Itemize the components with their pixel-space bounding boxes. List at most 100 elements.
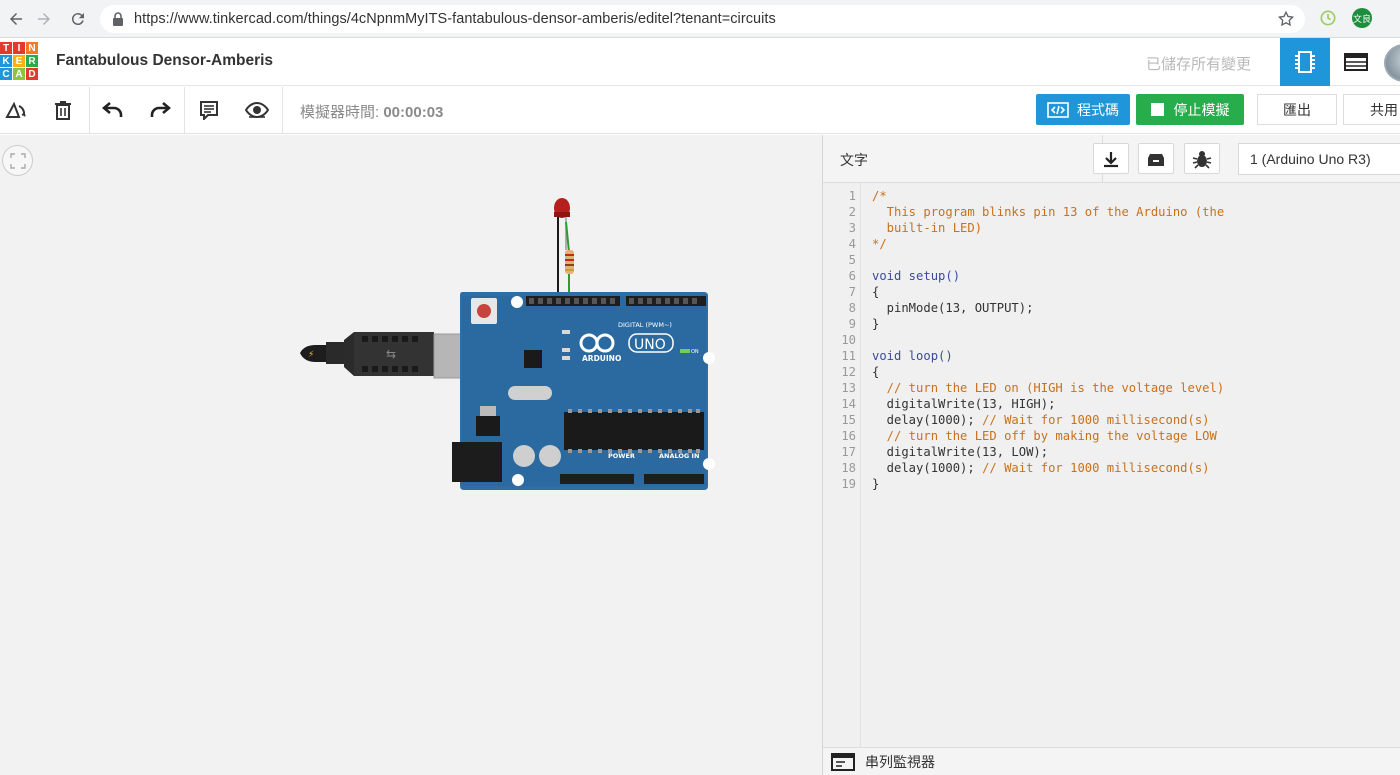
code-panel: 文字 1 (Arduino Uno R3) 1/*2 This program …	[822, 135, 1400, 775]
undo-button[interactable]	[90, 87, 136, 133]
download-code-button[interactable]	[1093, 143, 1129, 174]
line-text: delay(1000); // Wait for 1000 millisecon…	[872, 461, 1210, 475]
line-text: }	[872, 477, 880, 491]
redo-button[interactable]	[137, 87, 183, 133]
code-line[interactable]: 12{	[823, 364, 1383, 380]
code-line[interactable]: 19}	[823, 476, 1383, 492]
led-component[interactable]	[554, 198, 570, 298]
chip-icon	[1295, 51, 1315, 73]
line-text: // turn the LED off by making the voltag…	[872, 429, 1217, 443]
code-line[interactable]: 7{	[823, 284, 1383, 300]
line-number: 8	[848, 301, 856, 315]
star-icon[interactable]	[1277, 10, 1295, 28]
line-text	[858, 332, 872, 348]
code-line[interactable]: 17 digitalWrite(13, LOW);	[823, 444, 1383, 460]
code-line[interactable]: 8 pinMode(13, OUTPUT);	[823, 300, 1383, 316]
sim-time-value: 00:00:03	[383, 104, 444, 121]
power-label: POWER	[608, 452, 635, 460]
code-line[interactable]: 10	[823, 332, 1383, 348]
code-line[interactable]: 18 delay(1000); // Wait for 1000 millise…	[823, 460, 1383, 476]
arduino-circuit[interactable]: ⚡ ⇆	[296, 190, 716, 495]
code-line[interactable]: 4*/	[823, 236, 1383, 252]
analog-label: ANALOG IN	[659, 452, 699, 460]
note-icon	[200, 101, 218, 120]
reload-button[interactable]	[62, 3, 94, 35]
line-number: 9	[848, 317, 856, 331]
history-icon[interactable]	[1318, 8, 1338, 28]
table-icon	[1344, 53, 1368, 71]
editor-toolbar: 模擬器時間: 00:00:03 程式碼 停止模擬 匯出 共用	[0, 87, 1400, 134]
board-model: UNO	[634, 337, 666, 353]
user-avatar[interactable]	[1384, 44, 1400, 82]
line-number: 13	[841, 381, 856, 395]
line-number: 18	[841, 461, 856, 475]
circuit-canvas[interactable]: ⚡ ⇆	[0, 135, 822, 775]
sim-time-label: 模擬器時間:	[300, 104, 380, 121]
code-icon	[1047, 101, 1069, 118]
board-brand: ARDUINO	[582, 354, 621, 363]
trash-icon	[55, 101, 71, 120]
resistor-component[interactable]	[565, 250, 574, 274]
code-line[interactable]: 6 void setup()	[823, 268, 1383, 284]
forward-button[interactable]	[28, 3, 60, 35]
code-line[interactable]: 5	[823, 252, 1383, 268]
rotate-icon	[5, 101, 26, 118]
code-line[interactable]: 9}	[823, 316, 1383, 332]
line-number: 12	[841, 365, 856, 379]
code-line[interactable]: 15 delay(1000); // Wait for 1000 millise…	[823, 412, 1383, 428]
export-button[interactable]: 匯出	[1257, 94, 1337, 125]
on-label: ON	[691, 349, 699, 355]
code-mode-dropdown[interactable]: 文字	[840, 152, 868, 168]
device-select[interactable]: 1 (Arduino Uno R3)	[1238, 143, 1400, 175]
visibility-button[interactable]	[234, 87, 280, 133]
eye-icon	[245, 101, 269, 119]
line-number: 19	[841, 477, 856, 491]
delete-button[interactable]	[40, 87, 86, 133]
logo-letter: D	[26, 68, 38, 80]
lock-icon	[113, 12, 123, 26]
line-number: 11	[841, 349, 856, 363]
line-text: }	[872, 317, 880, 331]
line-number: 4	[848, 237, 856, 251]
line-number: 16	[841, 429, 856, 443]
usb-cable[interactable]: ⚡ ⇆	[300, 332, 497, 379]
code-line[interactable]: 16 // turn the LED off by making the vol…	[823, 428, 1383, 444]
download-icon	[1104, 151, 1118, 167]
address-bar[interactable]: https://www.tinkercad.com/things/4cNpnmM…	[100, 5, 1305, 33]
code-line[interactable]: 14 digitalWrite(13, HIGH);	[823, 396, 1383, 412]
fit-view-button[interactable]	[2, 145, 33, 176]
line-text: digitalWrite(13, HIGH);	[872, 397, 1056, 411]
stop-icon	[1150, 103, 1164, 116]
stop-simulation-button[interactable]: 停止模擬	[1136, 94, 1244, 125]
circuit-view-button[interactable]	[1280, 38, 1330, 86]
profile-avatar[interactable]: 文良	[1352, 8, 1372, 28]
schematic-view-button[interactable]	[1332, 38, 1380, 86]
logo-letter: A	[13, 68, 25, 80]
code-editor[interactable]: 1/*2 This program blinks pin 13 of the A…	[823, 188, 1383, 492]
code-line[interactable]: 3 built-in LED)	[823, 220, 1383, 236]
notes-button[interactable]	[186, 87, 232, 133]
code-button[interactable]: 程式碼	[1036, 94, 1130, 125]
reload-icon	[71, 13, 84, 26]
line-number: 14	[841, 397, 856, 411]
back-button[interactable]	[0, 3, 32, 35]
line-text: void setup()	[872, 269, 961, 283]
code-line[interactable]: 1/*	[823, 188, 1383, 204]
url-text: https://www.tinkercad.com/things/4cNpnmM…	[134, 11, 776, 27]
arrow-left-icon	[10, 13, 22, 25]
rotate-button[interactable]	[0, 87, 38, 133]
logo-letter: E	[13, 55, 25, 67]
project-title[interactable]: Fantabulous Densor-Amberis	[56, 52, 274, 69]
share-button[interactable]: 共用	[1343, 94, 1400, 125]
inline-comment: // Wait for 1000 millisecond(s)	[982, 461, 1210, 475]
debugger-button[interactable]	[1184, 143, 1220, 174]
libraries-button[interactable]	[1138, 143, 1174, 174]
code-line[interactable]: 13 // turn the LED on (HIGH is the volta…	[823, 380, 1383, 396]
code-line[interactable]: 2 This program blinks pin 13 of the Ardu…	[823, 204, 1383, 220]
line-number: 5	[848, 253, 856, 267]
serial-monitor-toggle[interactable]: 串列監視器	[823, 747, 1400, 775]
line-number: 6	[848, 269, 856, 283]
arduino-uno-board[interactable]: DIGITAL (PWM~) ARDUINO UNO ON	[452, 292, 715, 490]
